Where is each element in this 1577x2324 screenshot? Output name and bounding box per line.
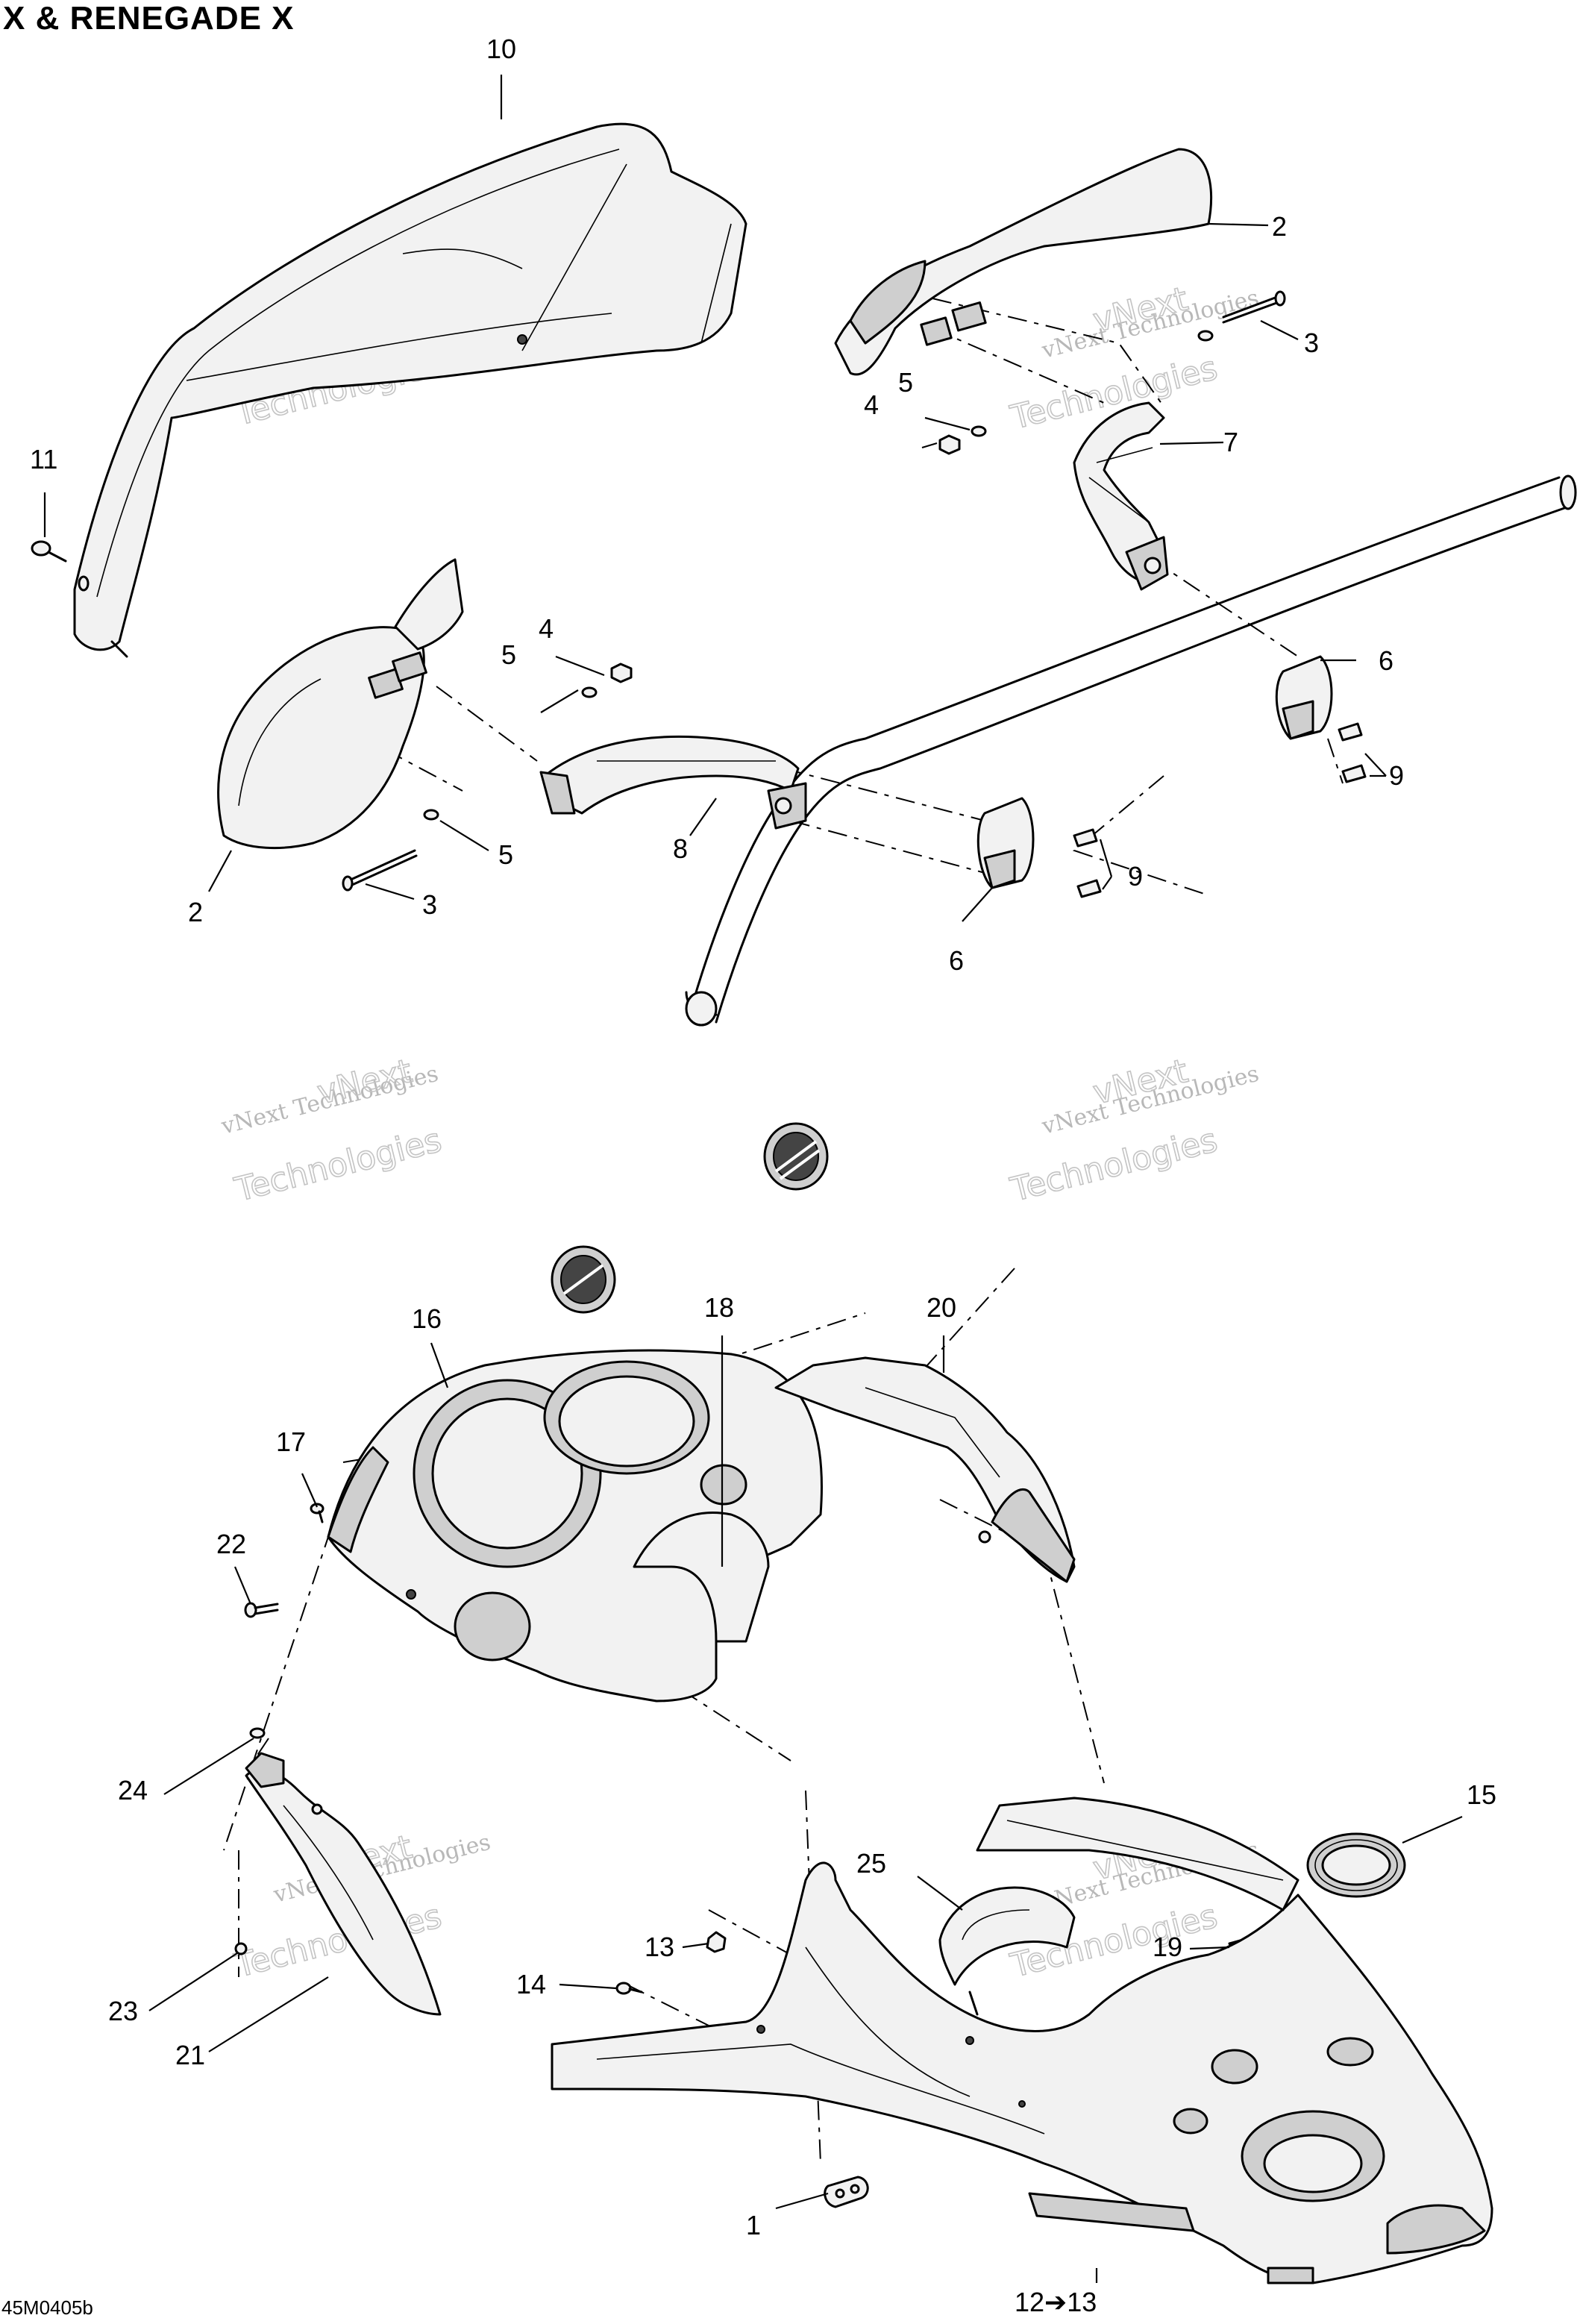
screw-part-14 bbox=[615, 1982, 643, 1995]
callout-10: 10 bbox=[486, 34, 516, 64]
grommet-part-15 bbox=[1306, 1832, 1406, 1898]
nut-part-13 bbox=[706, 1931, 727, 1953]
washer-part-5-left bbox=[423, 686, 598, 821]
watermark-mid-left: vNext Technologies vNext Technologies bbox=[218, 1051, 445, 1209]
callout-labels: 10 2 3 4 5 7 11 4 5 6 9 5 8 2 3 9 6 16 1… bbox=[30, 34, 1496, 2317]
left-bracket-part-8 bbox=[539, 735, 807, 830]
callout-18: 18 bbox=[704, 1292, 734, 1323]
rivet-part-11 bbox=[31, 540, 67, 563]
callout-13: 13 bbox=[645, 1932, 674, 1962]
long-bolt-part-3-right bbox=[1222, 290, 1286, 324]
callout-5-left-lower: 5 bbox=[498, 839, 513, 870]
callout-12-to-13: 12➔13 bbox=[1015, 2287, 1097, 2317]
callout-5-right: 5 bbox=[898, 367, 913, 398]
callout-11: 11 bbox=[30, 444, 57, 474]
callout-2-left: 2 bbox=[188, 897, 203, 927]
callout-4-right: 4 bbox=[864, 389, 879, 420]
nut-part-4-left bbox=[610, 663, 633, 683]
right-bracket-part-7 bbox=[1073, 401, 1169, 591]
bracket-part-1 bbox=[824, 2176, 869, 2208]
callout-15: 15 bbox=[1467, 1779, 1496, 1810]
gauge-housing-part-16 bbox=[327, 1349, 823, 1703]
callout-2-right: 2 bbox=[1272, 211, 1287, 242]
windshield-part-10 bbox=[73, 122, 747, 658]
callout-19: 19 bbox=[1153, 1932, 1182, 1962]
callout-1: 1 bbox=[746, 2210, 761, 2240]
callout-9-left: 9 bbox=[1128, 861, 1143, 892]
clip-part-23 bbox=[234, 1942, 248, 1955]
cup-part-25 bbox=[938, 1886, 1076, 2016]
callout-23: 23 bbox=[108, 1996, 138, 2026]
callout-3-right: 3 bbox=[1304, 328, 1319, 358]
callout-8: 8 bbox=[673, 833, 688, 864]
callout-16: 16 bbox=[412, 1303, 442, 1334]
callout-25: 25 bbox=[856, 1848, 886, 1879]
watermark-mid-right: vNext Technologies vNext Technologies bbox=[1006, 1051, 1262, 1209]
callout-7: 7 bbox=[1223, 427, 1238, 457]
callout-17: 17 bbox=[276, 1426, 306, 1457]
washer-part-5-right bbox=[971, 330, 1214, 437]
screw-part-22 bbox=[244, 1602, 279, 1618]
emblem-logo-icon-upper bbox=[551, 1245, 616, 1314]
diagram-code: 45M0405b bbox=[1, 2296, 93, 2319]
diagram-title: X & RENEGADE X bbox=[3, 0, 295, 37]
handlebar-tube bbox=[685, 474, 1577, 1027]
right-clamp-part-6 bbox=[1275, 655, 1333, 740]
svg-text:Technologies: Technologies bbox=[231, 1121, 445, 1209]
callout-6-right: 6 bbox=[1379, 645, 1393, 676]
screws-part-9-left bbox=[1073, 828, 1102, 898]
callout-9-right: 9 bbox=[1389, 760, 1404, 791]
callout-22: 22 bbox=[216, 1529, 246, 1559]
callout-6-left: 6 bbox=[949, 945, 964, 976]
screw-part-17 bbox=[310, 1503, 325, 1523]
emblem-logo-icon bbox=[763, 1122, 829, 1191]
leader-lines bbox=[43, 75, 1463, 2283]
washer-part-24 bbox=[249, 1727, 266, 1739]
assembly-lines bbox=[223, 298, 1344, 2164]
left-handguard-part-2 bbox=[217, 558, 464, 850]
callout-20: 20 bbox=[927, 1292, 956, 1323]
callout-3-left: 3 bbox=[422, 889, 437, 920]
callout-24: 24 bbox=[118, 1775, 148, 1805]
right-cover-part-20 bbox=[774, 1356, 1076, 1583]
lower-console-part-12 bbox=[551, 1797, 1493, 2284]
screws-part-9-right bbox=[1338, 722, 1367, 783]
callout-14: 14 bbox=[516, 1969, 546, 1999]
callout-21: 21 bbox=[175, 2040, 205, 2070]
callout-4-left: 4 bbox=[539, 613, 554, 644]
nut-part-4-right bbox=[938, 434, 961, 455]
callout-5-left-upper: 5 bbox=[501, 639, 516, 670]
side-panel-part-21 bbox=[245, 1752, 442, 2016]
right-handguard-part-2 bbox=[834, 148, 1213, 376]
long-bolt-part-3-left bbox=[342, 849, 418, 892]
left-clamp-part-6 bbox=[976, 797, 1035, 889]
svg-text:Technologies: Technologies bbox=[1006, 1121, 1221, 1209]
